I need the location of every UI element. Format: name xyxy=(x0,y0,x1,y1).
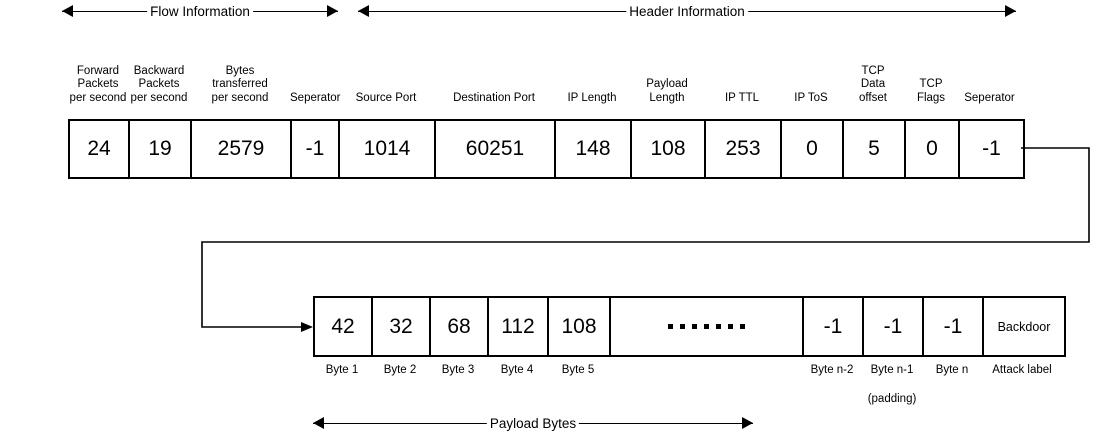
payload-value-cell: 108 xyxy=(549,298,611,355)
feature-header-line: TCP xyxy=(919,78,943,90)
feature-header-line: Backward xyxy=(133,64,185,77)
feature-value-cell: 0 xyxy=(782,121,844,177)
feature-value-cell: 1014 xyxy=(340,121,436,177)
feature-value-cell: 253 xyxy=(706,121,782,177)
feature-header-line: Flags xyxy=(916,91,946,104)
feature-header-line: Payload xyxy=(646,78,688,90)
payload-byte-label: Byte 1 xyxy=(325,364,359,376)
feature-header-line: per second xyxy=(69,91,127,104)
feature-header-line: Forward xyxy=(76,64,120,77)
feature-value-cell: -1 xyxy=(960,121,1023,177)
payload-value-cell: -1 xyxy=(864,298,924,355)
feature-header-cell: Seperator xyxy=(290,91,341,108)
payload-byte-label: Byte 4 xyxy=(500,364,534,376)
feature-value-cell: 5 xyxy=(844,121,906,177)
feature-header-line: IP Length xyxy=(567,91,617,104)
feature-value-cell: 60251 xyxy=(436,121,556,177)
payload-byte-label: Byte 2 xyxy=(383,364,417,376)
span-label-header-information: Header Information xyxy=(626,2,748,21)
payload-byte-label: Byte n-1 xyxy=(870,364,914,376)
arrow-head-left xyxy=(313,417,324,429)
connector-arrow-head xyxy=(301,322,313,332)
span-arrow-flow-information: Flow Information xyxy=(62,2,338,22)
feature-header-cell: Source Port xyxy=(338,92,434,108)
feature-header-line: IP TTL xyxy=(724,91,760,104)
payload-byte-label: Attack label xyxy=(992,364,1052,376)
feature-header-line: offset xyxy=(859,91,887,104)
payload-byte-label: Byte n-2 xyxy=(810,364,854,376)
feature-header-cell: IP ToS xyxy=(780,92,842,108)
feature-header-cell: Destination Port xyxy=(434,92,554,108)
payload-value-cell: 42 xyxy=(315,298,373,355)
feature-header-line: Bytes xyxy=(225,64,255,77)
payload-padding-sublabel: (padding) xyxy=(867,393,917,405)
feature-header-line: transferred xyxy=(212,78,268,90)
feature-value-cell: 24 xyxy=(70,121,130,177)
feature-header-line: Packets xyxy=(138,78,180,90)
feature-header-line: Seperator xyxy=(290,91,341,104)
arrow-head-right xyxy=(742,417,753,429)
payload-value-cell: 68 xyxy=(431,298,489,355)
payload-byte-label: Byte n xyxy=(935,364,969,376)
feature-header-line: Packets xyxy=(77,78,119,90)
feature-header-line: Data xyxy=(860,78,886,90)
payload-byte-label-row: Byte 1 Byte 2 Byte 3 Byte 4 Byte 5 Byte n-2 By… xyxy=(313,363,1062,377)
arrow-head-right xyxy=(1005,5,1016,17)
feature-header-line: Length xyxy=(649,91,685,104)
payload-value-cell: 32 xyxy=(373,298,431,355)
feature-header-line: per second xyxy=(130,91,188,104)
feature-header-line: per second xyxy=(211,91,269,104)
arrow-head-left xyxy=(62,5,73,17)
feature-value-cell: 108 xyxy=(632,121,706,177)
feature-header-line: TCP xyxy=(861,64,885,77)
payload-value-cell xyxy=(611,298,804,355)
feature-value-cell: 2579 xyxy=(192,121,292,177)
payload-value-cell: Backdoor xyxy=(984,298,1064,355)
feature-header-cell: Seperator xyxy=(958,92,1021,108)
span-label-payload-bytes: Payload Bytes xyxy=(486,414,580,433)
payload-byte-label xyxy=(609,363,802,377)
feature-header-line: Destination Port xyxy=(453,91,535,104)
feature-header-cell: IP TTL xyxy=(704,92,780,108)
payload-byte-label: Byte 5 xyxy=(561,364,595,376)
arrow-head-right xyxy=(327,5,338,17)
feature-header-line: Seperator xyxy=(964,91,1015,104)
ellipsis-dots-icon xyxy=(668,324,745,329)
payload-byte-label: Byte 3 xyxy=(441,364,475,376)
feature-value-cell: 148 xyxy=(556,121,632,177)
feature-header-line: Source Port xyxy=(355,91,417,104)
feature-value-cell: 19 xyxy=(130,121,192,177)
payload-value-cell: -1 xyxy=(804,298,864,355)
payload-value-cell: -1 xyxy=(924,298,984,355)
span-arrow-payload-bytes: Payload Bytes xyxy=(313,414,753,434)
span-label-flow-information: Flow Information xyxy=(147,2,253,21)
feature-header-line: IP ToS xyxy=(794,91,828,104)
feature-header-cell: IP Length xyxy=(554,92,630,108)
feature-value-cell: -1 xyxy=(292,121,340,177)
feature-value-cell: 0 xyxy=(906,121,960,177)
span-arrow-header-information: Header Information xyxy=(358,2,1016,22)
arrow-head-left xyxy=(358,5,369,17)
payload-value-cell: 112 xyxy=(489,298,549,355)
